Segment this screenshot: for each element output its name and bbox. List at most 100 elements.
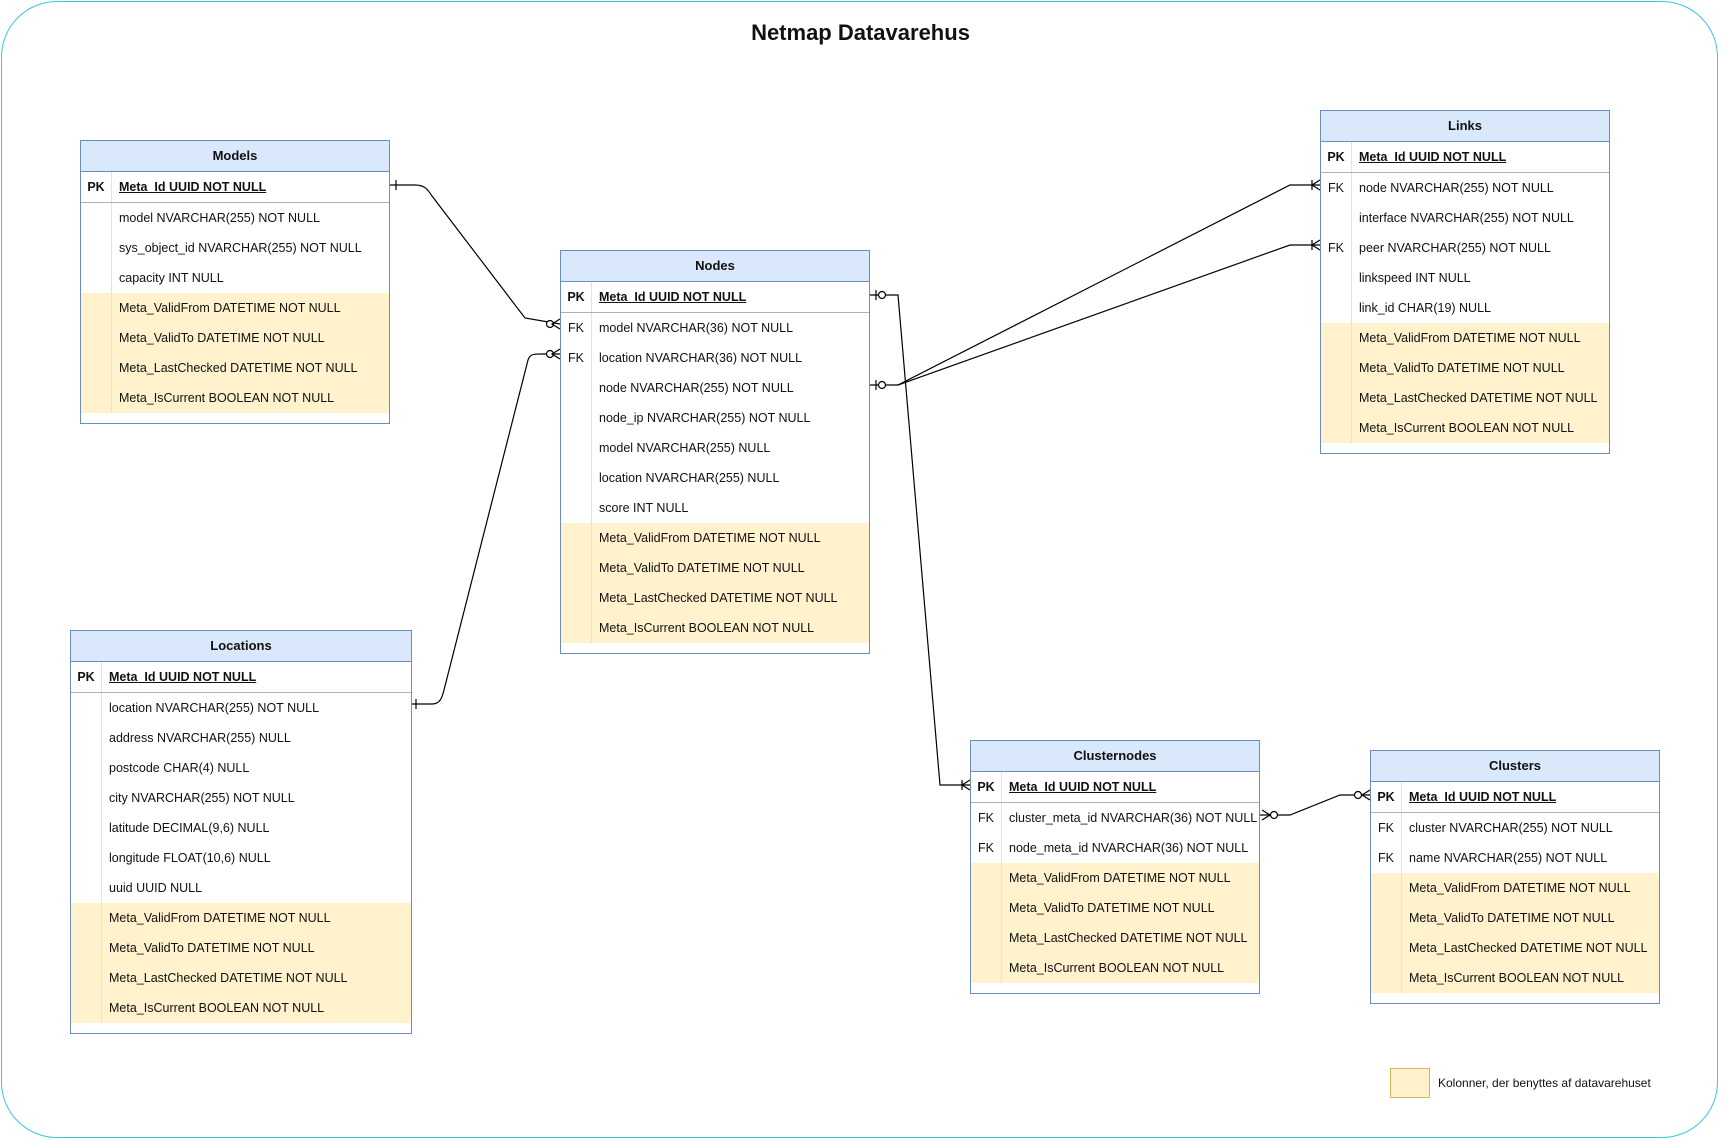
key-divider (1351, 203, 1352, 233)
table-row: Meta_LastChecked DATETIME NOT NULL (71, 963, 411, 993)
key-label: PK (87, 180, 105, 194)
table-row: Meta_LastChecked DATETIME NOT NULL (971, 923, 1259, 953)
key-divider (1401, 843, 1402, 873)
table-models-header: Models (81, 141, 389, 172)
key-label: PK (77, 670, 95, 684)
column-definition: Meta_ValidTo DATETIME NOT NULL (1359, 361, 1565, 375)
table-models[interactable]: Models PK Meta_Id UUID NOT NULL model NVAR… (80, 140, 390, 424)
table-row: postcode CHAR(4) NULL (71, 753, 411, 783)
key-divider (591, 463, 592, 493)
column-definition: Meta_ValidTo DATETIME NOT NULL (109, 941, 315, 955)
column-definition: postcode CHAR(4) NULL (109, 761, 250, 775)
legend-swatch (1390, 1068, 1430, 1098)
key-divider (111, 172, 112, 202)
column-definition: Meta_ValidFrom DATETIME NOT NULL (1009, 871, 1231, 885)
key-divider (591, 613, 592, 643)
key-divider (111, 353, 112, 383)
key-divider (101, 993, 102, 1023)
key-divider (1351, 142, 1352, 172)
table-row: FK cluster_meta_id NVARCHAR(36) NOT NULL (971, 803, 1259, 833)
key-divider (591, 313, 592, 343)
column-definition: Meta_LastChecked DATETIME NOT NULL (1359, 391, 1598, 405)
column-definition: node_meta_id NVARCHAR(36) NOT NULL (1009, 841, 1249, 855)
table-row: latitude DECIMAL(9,6) NULL (71, 813, 411, 843)
key-divider (1351, 263, 1352, 293)
column-definition: Meta_IsCurrent BOOLEAN NOT NULL (1409, 971, 1625, 985)
table-row: address NVARCHAR(255) NULL (71, 723, 411, 753)
column-definition: Meta_LastChecked DATETIME NOT NULL (1009, 931, 1248, 945)
table-row: PK Meta_Id UUID NOT NULL (1371, 782, 1659, 813)
rel-nodes-links-node (870, 184, 1320, 386)
column-definition: Meta_LastChecked DATETIME NOT NULL (109, 971, 348, 985)
column-definition: link_id CHAR(19) NULL (1359, 301, 1491, 315)
key-divider (111, 233, 112, 263)
rel-models-nodes (390, 184, 561, 325)
key-divider (1351, 353, 1352, 383)
column-definition: Meta_ValidFrom DATETIME NOT NULL (1409, 881, 1631, 895)
column-definition: Meta_LastChecked DATETIME NOT NULL (119, 361, 358, 375)
column-definition: sys_object_id NVARCHAR(255) NOT NULL (119, 241, 362, 255)
key-divider (1001, 863, 1002, 893)
table-row: location NVARCHAR(255) NOT NULL (71, 693, 411, 723)
key-divider (101, 873, 102, 903)
table-row: Meta_IsCurrent BOOLEAN NOT NULL (81, 383, 389, 413)
column-definition: Meta_LastChecked DATETIME NOT NULL (599, 591, 838, 605)
table-row: Meta_LastChecked DATETIME NOT NULL (81, 353, 389, 383)
column-definition: cluster_meta_id NVARCHAR(36) NOT NULL (1009, 811, 1258, 825)
column-definition: Meta_ValidTo DATETIME NOT NULL (599, 561, 805, 575)
column-definition: location NVARCHAR(255) NULL (599, 471, 780, 485)
column-definition: Meta_LastChecked DATETIME NOT NULL (1409, 941, 1648, 955)
table-row: Meta_LastChecked DATETIME NOT NULL (1371, 933, 1659, 963)
table-row: model NVARCHAR(255) NULL (561, 433, 869, 463)
column-definition: city NVARCHAR(255) NOT NULL (109, 791, 295, 805)
key-divider (111, 203, 112, 233)
key-divider (1351, 233, 1352, 263)
column-definition: Meta_Id UUID NOT NULL (119, 180, 267, 194)
key-divider (591, 493, 592, 523)
key-label: FK (978, 811, 994, 825)
column-definition: Meta_ValidFrom DATETIME NOT NULL (599, 531, 821, 545)
key-divider (591, 523, 592, 553)
column-definition: Meta_ValidFrom DATETIME NOT NULL (109, 911, 331, 925)
key-divider (1001, 833, 1002, 863)
key-label: FK (568, 351, 584, 365)
table-row: capacity INT NULL (81, 263, 389, 293)
key-divider (101, 753, 102, 783)
diagram-title: Netmap Datavarehus (751, 20, 970, 45)
key-label: PK (1377, 790, 1395, 804)
key-divider (1001, 803, 1002, 833)
table-clusters-header: Clusters (1371, 751, 1659, 782)
table-links-header: Links (1321, 111, 1609, 142)
column-definition: name NVARCHAR(255) NOT NULL (1409, 851, 1608, 865)
key-label: FK (1328, 241, 1344, 255)
column-definition: Meta_Id UUID NOT NULL (599, 290, 747, 304)
key-divider (101, 903, 102, 933)
key-divider (111, 383, 112, 413)
column-definition: Meta_Id UUID NOT NULL (1409, 790, 1557, 804)
table-row: Meta_IsCurrent BOOLEAN NOT NULL (971, 953, 1259, 983)
column-definition: peer NVARCHAR(255) NOT NULL (1359, 241, 1551, 255)
key-divider (1001, 893, 1002, 923)
column-definition: model NVARCHAR(36) NOT NULL (599, 321, 794, 335)
column-definition: score INT NULL (599, 501, 689, 515)
column-definition: Meta_Id UUID NOT NULL (109, 670, 257, 684)
column-definition: Meta_ValidFrom DATETIME NOT NULL (1359, 331, 1581, 345)
table-row: model NVARCHAR(255) NOT NULL (81, 203, 389, 233)
column-definition: Meta_ValidFrom DATETIME NOT NULL (119, 301, 341, 315)
table-row: uuid UUID NULL (71, 873, 411, 903)
table-row: linkspeed INT NULL (1321, 263, 1609, 293)
column-definition: address NVARCHAR(255) NULL (109, 731, 291, 745)
